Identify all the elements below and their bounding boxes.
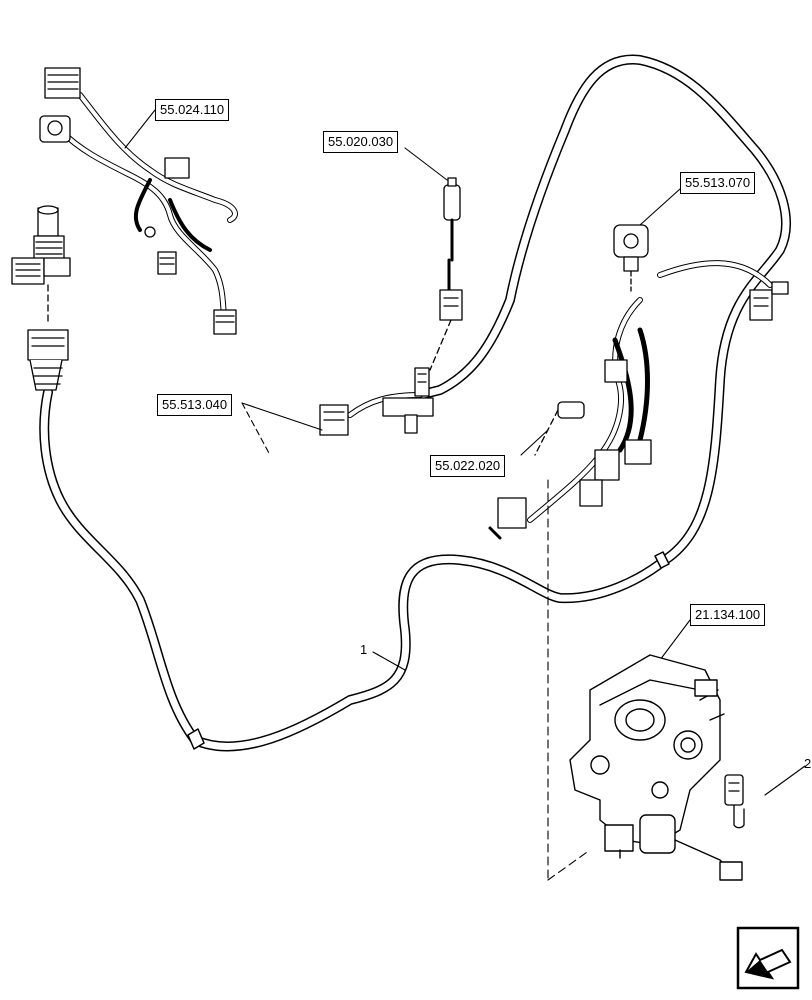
cable-clip [187,728,205,750]
ref-55-020-030[interactable]: 55.020.030 [323,131,399,153]
ref-55-513-040[interactable]: 55.513.040 [157,394,233,416]
leader-lines [124,109,806,881]
left-connector-assembly [11,205,71,391]
main-harness-cable [39,54,791,752]
previous-page-button[interactable] [736,926,800,990]
item-number-2: 2 [804,756,812,771]
jumper-item-2 [724,774,745,829]
cable-clip-right [654,551,670,569]
upper-left-harness [39,67,238,335]
mid-connector-55-513-040 [319,367,434,436]
item-number-1: 1 [360,642,368,657]
ref-55-024-110[interactable]: 55.024.110 [155,99,230,121]
control-valve-assembly [569,654,743,881]
ref-55-022-020[interactable]: 55.022.020 [430,455,506,477]
sensor-55-020-030 [429,177,463,371]
right-harness-branches [488,260,789,540]
sensor-55-513-070 [613,224,649,292]
ref-55-513-070[interactable]: 55.513.070 [680,172,756,194]
previous-page-arrow-icon [736,926,800,990]
ref-21-134-100[interactable]: 21.134.100 [690,604,766,626]
